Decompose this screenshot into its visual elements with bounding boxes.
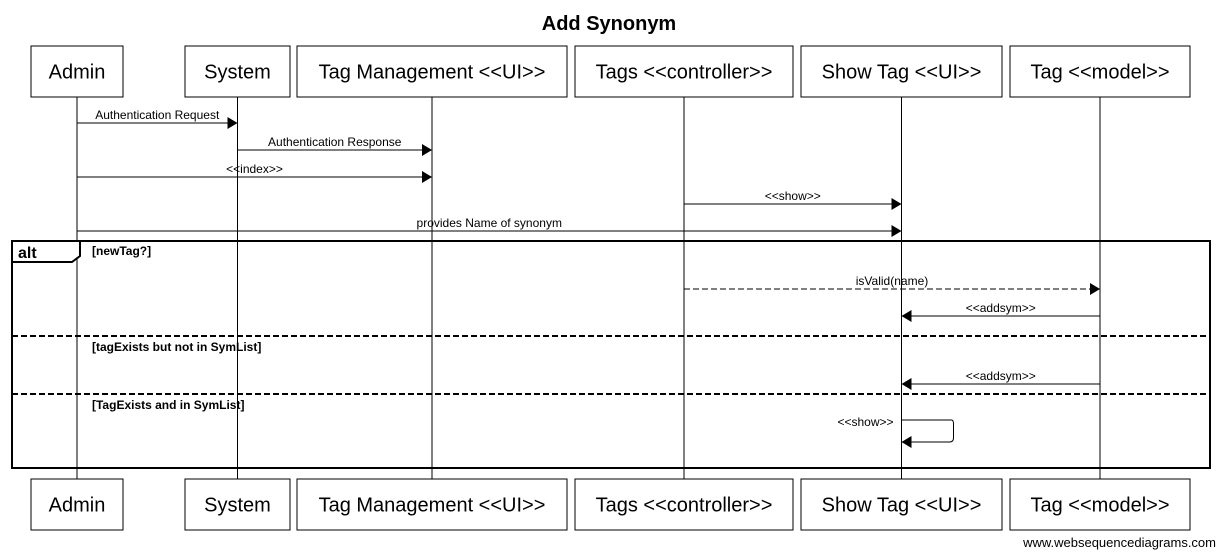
message-arrow: <<index>> bbox=[77, 162, 432, 183]
participant-tagmgmt-bottom: Tag Management <<UI>> bbox=[296, 478, 568, 531]
participant-label: Tag Management <<UI>> bbox=[319, 495, 546, 517]
participant-showtag-bottom: Show Tag <<UI>> bbox=[800, 478, 1003, 531]
message-line bbox=[901, 419, 954, 448]
alt-frame-tag bbox=[11, 240, 81, 263]
message-arrow: <<addsym>> bbox=[901, 369, 1100, 390]
message-label: <<addsym>> bbox=[966, 369, 1036, 383]
participant-box bbox=[1009, 45, 1191, 98]
alt-section-guard: [newTag?] bbox=[92, 244, 151, 258]
message-label: provides Name of synonym bbox=[417, 216, 562, 230]
participant-label: Tag <<model>> bbox=[1031, 495, 1170, 517]
message-arrow: <<addsym>> bbox=[901, 301, 1100, 322]
participant-label: System bbox=[204, 62, 271, 84]
participant-box bbox=[30, 45, 124, 98]
message-label: <<addsym>> bbox=[966, 301, 1036, 315]
diagram-title: Add Synonym bbox=[542, 13, 676, 35]
message-label: <<show>> bbox=[765, 189, 821, 203]
participant-box bbox=[296, 478, 568, 531]
alt-section-guard: [tagExists but not in SymList] bbox=[92, 340, 261, 354]
participant-system-top: System bbox=[184, 45, 291, 98]
participant-box bbox=[800, 45, 1003, 98]
message-label: Authentication Request bbox=[95, 108, 220, 122]
message-arrow: provides Name of synonym bbox=[77, 216, 902, 237]
participant-showtag-top: Show Tag <<UI>> bbox=[800, 45, 1003, 98]
message-label: <<show>> bbox=[837, 415, 893, 429]
alt-frame-border bbox=[11, 240, 1211, 469]
participant-box bbox=[1009, 478, 1191, 531]
message-arrow: isValid(name) bbox=[684, 274, 1100, 295]
participant-box bbox=[574, 478, 794, 531]
participant-label: Tags <<controller>> bbox=[596, 495, 773, 517]
message-arrow: Authentication Response bbox=[237, 135, 432, 156]
participant-label: Tag Management <<UI>> bbox=[319, 62, 546, 84]
participant-tagmodel-top: Tag <<model>> bbox=[1009, 45, 1191, 98]
message-arrow: <<show>> bbox=[684, 189, 902, 210]
participant-label: Admin bbox=[49, 62, 106, 84]
participant-label: Admin bbox=[49, 495, 106, 517]
message-label: isValid(name) bbox=[856, 274, 928, 288]
message-label: <<index>> bbox=[226, 162, 283, 176]
watermark-text: www.websequencediagrams.com bbox=[1022, 535, 1216, 550]
participant-tagsctl-bottom: Tags <<controller>> bbox=[574, 478, 794, 531]
message-arrow: <<show>> bbox=[837, 415, 954, 448]
participant-admin-top: Admin bbox=[30, 45, 124, 98]
participant-label: Show Tag <<UI>> bbox=[822, 495, 982, 517]
participant-box bbox=[800, 478, 1003, 531]
participant-system-bottom: System bbox=[184, 478, 291, 531]
alt-frame: alt [newTag?] [tagExists but not in SymLis… bbox=[11, 240, 1211, 469]
participant-tagmodel-bottom: Tag <<model>> bbox=[1009, 478, 1191, 531]
lifelines bbox=[76, 97, 1101, 479]
participant-label: Show Tag <<UI>> bbox=[822, 62, 982, 84]
participant-box bbox=[184, 45, 291, 98]
message-arrow: Authentication Request bbox=[77, 108, 238, 129]
participant-label: System bbox=[204, 495, 271, 517]
participant-label: Tags <<controller>> bbox=[596, 62, 773, 84]
participant-box bbox=[30, 478, 124, 531]
message-label: Authentication Response bbox=[268, 135, 402, 149]
participant-box bbox=[296, 45, 568, 98]
participant-admin-bottom: Admin bbox=[30, 478, 124, 531]
participant-box bbox=[574, 45, 794, 98]
participant-tagmgmt-top: Tag Management <<UI>> bbox=[296, 45, 568, 98]
alt-section-guard: [TagExists and in SymList] bbox=[92, 398, 244, 412]
alt-frame-label: alt bbox=[18, 245, 37, 262]
participant-tagsctl-top: Tags <<controller>> bbox=[574, 45, 794, 98]
participant-label: Tag <<model>> bbox=[1031, 62, 1170, 84]
participant-box bbox=[184, 478, 291, 531]
